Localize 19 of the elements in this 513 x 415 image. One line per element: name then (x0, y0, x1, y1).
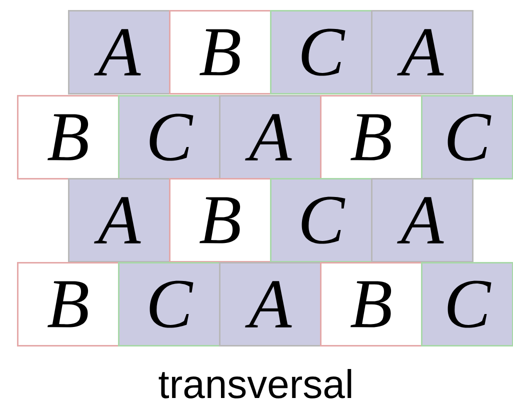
caption: transversal (158, 369, 352, 398)
letter-cell: B (17, 262, 120, 346)
letter-cell: B (169, 10, 272, 94)
letter-cell: A (219, 262, 322, 346)
letter-cell: A (68, 178, 170, 262)
letter-cell: B (320, 262, 422, 346)
letter-cell: A (68, 10, 170, 94)
letter-cell: C (421, 262, 513, 346)
letter-cell: B (17, 95, 120, 180)
letter-cell: A (371, 10, 474, 94)
letter-cell: B (169, 178, 272, 262)
letter-cell: A (371, 178, 474, 262)
letter-cell: B (320, 95, 422, 180)
letter-cell: C (270, 10, 372, 94)
letter-cell: C (421, 95, 513, 180)
letter-cell: C (118, 95, 220, 180)
letter-cell: C (270, 178, 372, 262)
letter-cell: C (118, 262, 220, 346)
letter-cell: A (219, 95, 322, 180)
